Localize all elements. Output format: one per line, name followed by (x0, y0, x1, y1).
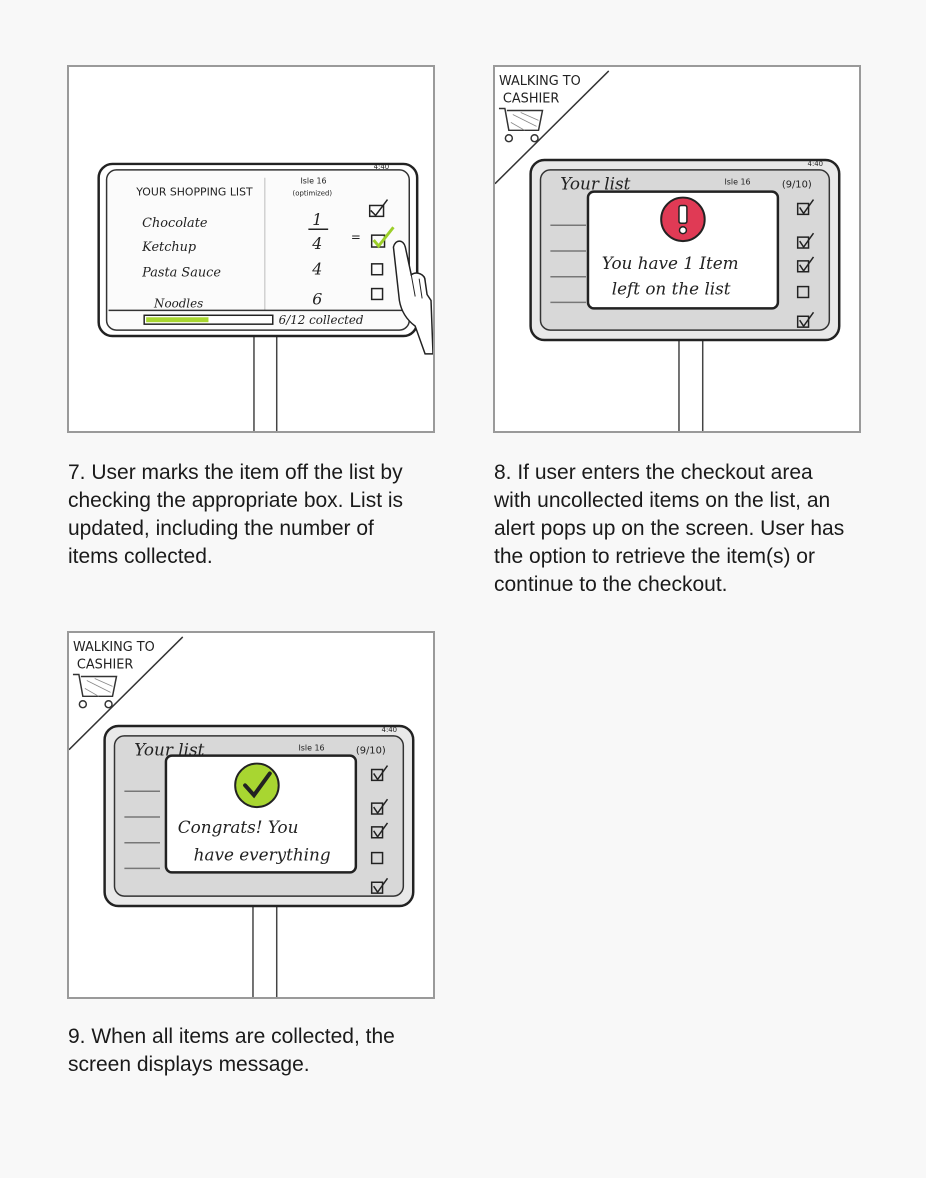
checkbox-icon[interactable] (796, 236, 810, 249)
panel-9-sketch: WALKING TO CASHIER 4:40 Your list Isle 1… (69, 636, 415, 997)
storyboard-panel-9: WALKING TO CASHIER 4:40 Your list Isle 1… (67, 631, 435, 999)
pointing-hand-icon (392, 240, 433, 355)
list-item-name: Pasta Sauce (141, 266, 221, 281)
checkmark-icon (234, 762, 280, 809)
location-banner: CASHIER (503, 92, 559, 107)
aisle-header: Isle 16 (300, 177, 326, 186)
storyboard-panel-8: WALKING TO CASHIER 4:40 Your list Isle 1… (493, 65, 861, 433)
checkbox-empty-icon[interactable] (370, 287, 384, 301)
checkbox-icon[interactable] (370, 768, 384, 782)
panel-7-sketch: 4:40 YOUR SHOPPING LIST Isle 16 (optimiz… (97, 162, 433, 431)
collected-count: 6/12 collected (279, 313, 364, 327)
success-message-line1: Congrats! You (178, 817, 299, 837)
aisle-subheader: (optimized) (293, 190, 333, 198)
alert-message-line2: left on the list (612, 279, 731, 299)
checkbox-empty-icon[interactable] (370, 263, 384, 276)
panel-8-caption: 8. If user enters the checkout area with… (494, 461, 845, 596)
time-readout: 4:40 (374, 163, 390, 171)
success-dialog (164, 754, 358, 874)
checkbox-checked-icon[interactable] (370, 226, 395, 249)
alert-message-line1: You have 1 Item (602, 253, 739, 273)
shopping-list-title: YOUR SHOPPING LIST (135, 186, 253, 199)
list-item-qty: 4 (311, 234, 322, 253)
checkbox-icon[interactable] (370, 802, 384, 815)
success-message-line2: have everything (194, 845, 331, 865)
checkbox-icon[interactable] (370, 826, 384, 839)
checkbox-icon[interactable] (796, 202, 810, 216)
list-item-name: Noodles (153, 296, 203, 310)
shopping-cart-icon (72, 673, 118, 709)
time-readout: 4:40 (808, 160, 824, 168)
location-banner: WALKING TO (73, 640, 155, 655)
exclamation-icon (660, 196, 706, 243)
aisle-header: Isle 16 (298, 744, 324, 753)
checkbox-checked-icon[interactable] (368, 199, 389, 218)
panel-8-sketch: WALKING TO CASHIER 4:40 Your list Isle 1… (495, 70, 841, 431)
list-item-qty: 1 (312, 210, 322, 229)
checkbox-icon[interactable] (370, 851, 384, 865)
checkbox-icon[interactable] (796, 285, 810, 299)
time-readout: 4:40 (382, 726, 398, 734)
collected-progress-bar (143, 314, 274, 325)
list-item-name: Chocolate (142, 216, 208, 231)
checkbox-icon[interactable] (370, 881, 384, 894)
list-title: Your list (560, 174, 630, 194)
list-item-name: Ketchup (141, 240, 196, 255)
tap-mark: = (351, 230, 361, 244)
shopping-cart-icon (498, 107, 544, 143)
location-banner: CASHIER (77, 658, 133, 673)
list-item-qty: 6 (312, 289, 322, 308)
alert-dialog (586, 190, 780, 310)
collected-count: (9/10) (356, 746, 386, 757)
panel-9-caption: 9. When all items are collected, the scr… (68, 1025, 395, 1076)
list-item-qty: 4 (311, 260, 322, 279)
checkbox-icon[interactable] (796, 260, 810, 273)
collected-count: (9/10) (782, 180, 812, 191)
checkbox-icon[interactable] (796, 315, 810, 328)
location-banner: WALKING TO (499, 74, 581, 89)
panel-7-caption: 7. User marks the item off the list by c… (68, 461, 404, 568)
storyboard-panel-7: 4:40 YOUR SHOPPING LIST Isle 16 (optimiz… (67, 65, 435, 433)
aisle-header: Isle 16 (724, 178, 750, 187)
